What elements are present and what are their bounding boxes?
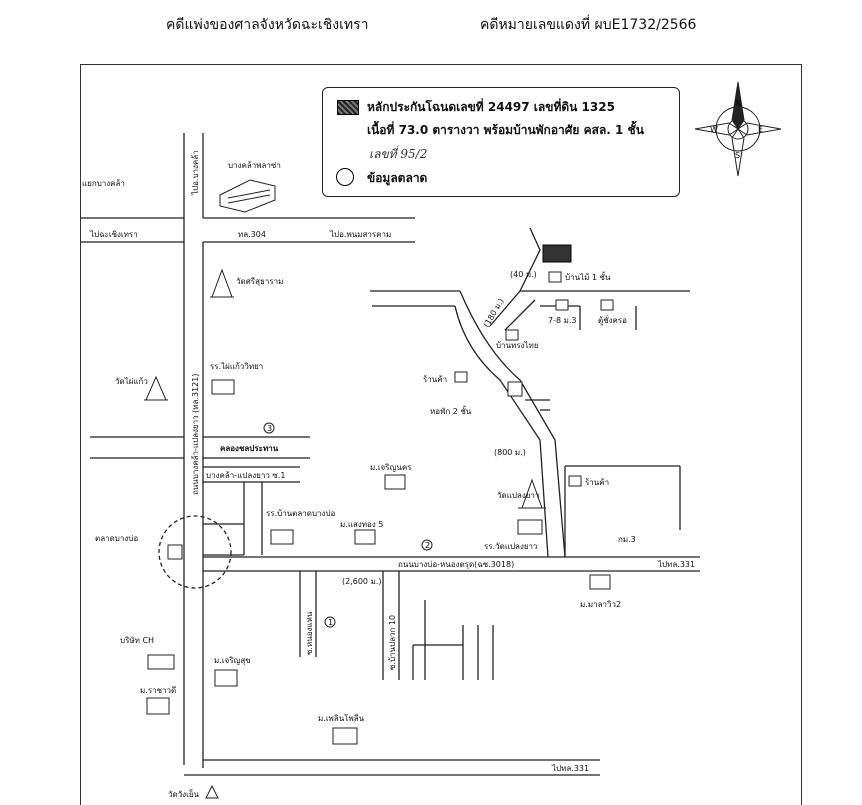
marker-1 (324, 616, 336, 628)
label-soi-nong: ซ.หนองแหน (305, 611, 314, 655)
compass-icon (694, 81, 782, 177)
temple-icon (205, 784, 219, 799)
school-icon (517, 519, 543, 535)
map-frame (80, 64, 802, 805)
compass-w: W (710, 125, 718, 134)
label-wat-wang-yen: วัดวังเย็น (168, 789, 200, 799)
house-icon (354, 529, 376, 545)
label-dorm: หอพัก 2 ชั้น (430, 405, 472, 416)
market-icon (167, 544, 183, 560)
label-shop1: ร้านค้า (423, 375, 447, 384)
label-road-3018: ถนนบางบ่อ-หนองตรุด(ฉช.3018) (398, 560, 514, 569)
market-data-symbol (336, 168, 354, 186)
legend-collateral-line1: หลักประกันโฉนดเลขที่ 24497 เลขที่ดิน 132… (367, 100, 615, 114)
label-180m: (180 ม.) (482, 297, 506, 329)
school-icon (211, 379, 235, 395)
header-case-number: คดีหมายเลขแดงที่ ผบE1732/2566 (480, 17, 697, 33)
school-icon (270, 529, 294, 545)
compass-e: E (758, 125, 763, 134)
temple-icon (211, 268, 233, 298)
label-phoemphon: ม.เพลินโพลีน (318, 713, 365, 723)
house-icon (146, 697, 170, 715)
house-icon (332, 727, 358, 745)
marker-2 (421, 539, 433, 551)
house-icon (548, 271, 562, 283)
label-saeng5: ม.แสงทอง 5 (340, 520, 383, 529)
dorm-icon (507, 381, 523, 397)
label-to-331: ไปทล.331 (657, 560, 695, 569)
collateral-plot-marker (542, 244, 572, 263)
label-wat-kai: วัดไผ่แก้ว (115, 377, 148, 386)
label-to-bang-khla: ไปอ.บางคล้า (191, 150, 200, 196)
label-company: บริษัท CH (120, 636, 154, 645)
label-village-charoen: ม.เจริญนคร (370, 463, 412, 472)
header-case-court: คดีแพ่งของศาลจังหวัดฉะเชิงเทรา (166, 17, 369, 33)
label-school-wat: รร.วัดแปลงยาว (484, 542, 538, 551)
label-2600m: (2,600 ม.) (342, 577, 382, 586)
house-icon (589, 574, 611, 590)
label-hwy304: ทล.304 (238, 230, 266, 239)
label-canal: คลองชลประทาน (220, 444, 279, 453)
legend-market-data: ข้อมูลตลาด (367, 171, 428, 185)
marker-2-label: 2 (425, 541, 430, 550)
house-icon (384, 474, 406, 490)
legend-handwritten-note: เลขที่ 95/2 (369, 147, 428, 161)
label-40m: (40 ม.) (510, 270, 537, 279)
label-shop-house: ตู้ชั่งครอ (598, 314, 627, 326)
house-icon (505, 329, 519, 341)
label-800m: (800 ม.) (494, 448, 526, 457)
house-icon (600, 299, 614, 311)
house-icon (454, 371, 468, 383)
marker-3 (263, 422, 275, 434)
label-m78: 7-8 ม.3 (548, 316, 577, 325)
label-village-mala: ม.มาลาวิว2 (580, 600, 621, 609)
label-wat-sri: วัดศรีสุธาราม (236, 277, 283, 286)
temple-icon (145, 375, 167, 401)
house-icon (555, 299, 569, 311)
label-to-331-b: ไปทล.331 (551, 764, 589, 773)
label-school-bangbo: รร.บ้านตลาดบางบ่อ (266, 509, 336, 518)
marker-1-label: 1 (328, 618, 333, 627)
label-km3: กม.3 (618, 535, 636, 544)
label-to-chachoengsao: ไปฉะเชิงเทรา (89, 230, 138, 239)
house-icon (568, 475, 582, 487)
label-market: ตลาดบางบ่อ (95, 534, 138, 543)
label-school-phai: รร.ไผ่แก้ววิทยา (210, 362, 263, 371)
label-ban-tin: บ้านไม้ 1 ชั้น (565, 271, 611, 282)
label-wat-plaeng: วัดแปลงยาว (497, 491, 539, 500)
label-shop2: ร้านค้า (585, 478, 609, 487)
collateral-swatch (337, 100, 359, 115)
plaza-building-icon (219, 179, 276, 213)
marker-3-label: 3 (267, 424, 272, 433)
label-plaza: บางคล้าพลาซ่า (228, 161, 281, 170)
label-soi-10: ซ.บ้านปลวก 10 (388, 615, 397, 670)
legend-collateral-line2: เนื้อที่ 73.0 ตารางวา พร้อมบ้านพักอาศัย … (367, 123, 644, 137)
compass-n: N (735, 99, 742, 108)
label-intersection: แยกบางคล้า (82, 179, 125, 188)
factory-icon (147, 654, 175, 670)
label-thai-house: บ้านทรงไทย (496, 341, 539, 350)
label-to-phanom: ไปอ.พนมสารคาม (329, 230, 391, 239)
house-icon (214, 669, 238, 687)
label-road-3121: ถนนบางคล้า-แปลงยาว (ทล.3121) (191, 374, 200, 495)
label-soi1: บางคล้า-แปลงยาว ซ.1 (206, 471, 285, 480)
map-legend: หลักประกันโฉนดเลขที่ 24497 เลขที่ดิน 132… (322, 87, 680, 197)
label-ratchawadee: ม.ราชาวดี (140, 686, 176, 695)
label-charoensuk: ม.เจริญสุข (214, 656, 251, 665)
compass-s: S (735, 151, 740, 160)
